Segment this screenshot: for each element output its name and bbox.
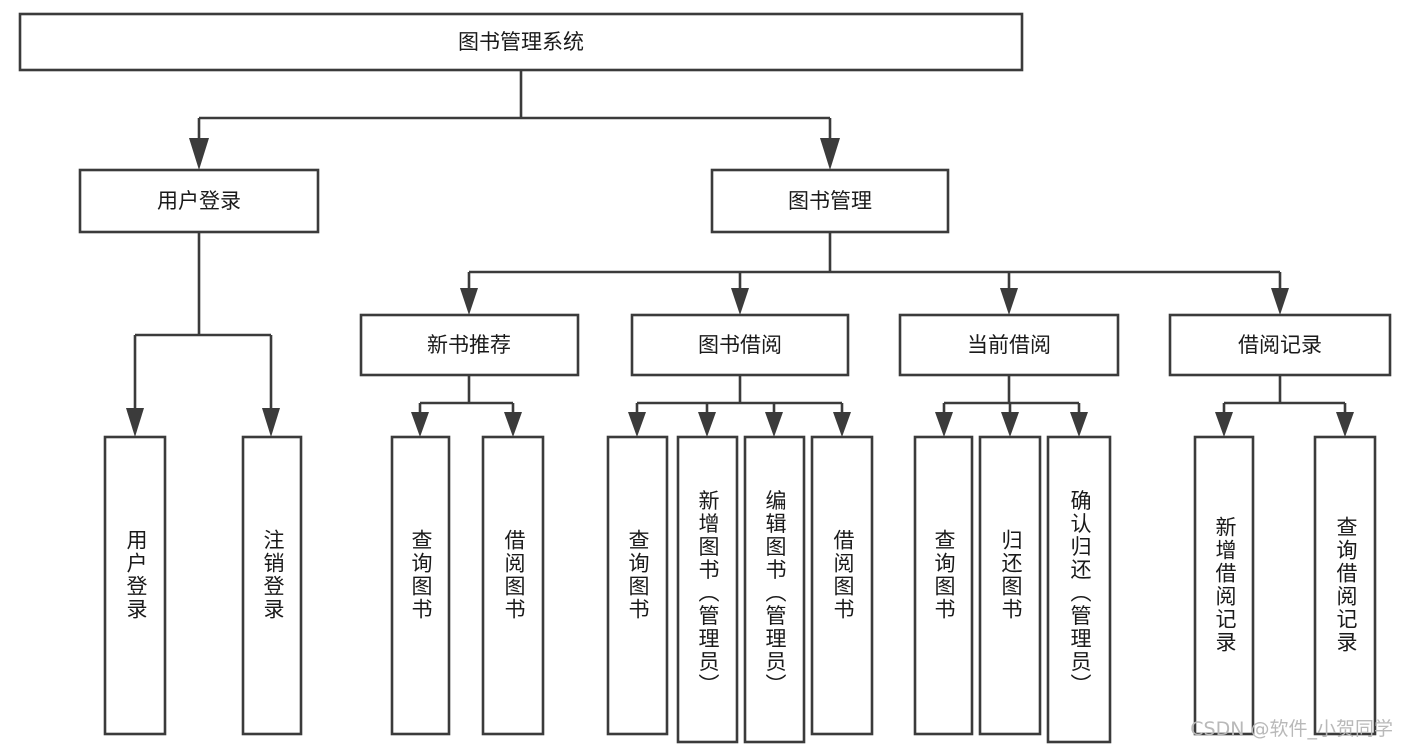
connector-group-current-borrow: [935, 375, 1088, 437]
node-user-login[interactable]: 用户登录: [78, 168, 320, 234]
arrow-root-to-book-mgmt-icon: [820, 138, 840, 170]
leaf-current-borrow-confirm-box[interactable]: [1046, 435, 1112, 744]
leaf-current-borrow-return-label: 归还图书: [999, 529, 1023, 621]
arrow-book-borrow-leaf-3-icon: [765, 412, 783, 437]
connector-group-new-book-recommend: [411, 375, 522, 437]
arrow-book-borrow-leaf-2-icon: [698, 412, 716, 437]
leaf-book-borrow-borrow-box[interactable]: [810, 435, 874, 736]
arrow-current-borrow-leaf-1-icon: [935, 412, 953, 437]
leaf-book-borrow-edit-label: 编辑图书（管理员）: [763, 490, 787, 697]
leaf-borrow-record-query-box[interactable]: [1313, 435, 1377, 736]
arrow-user-login-leaf-2-icon: [262, 408, 280, 437]
arrow-book-mgmt-to-book-borrow-icon: [731, 288, 749, 315]
node-current-borrow[interactable]: 当前借阅: [898, 313, 1120, 377]
leaf-current-borrow-return[interactable]: 归还图书: [978, 435, 1042, 736]
node-new-book-recommend[interactable]: 新书推荐: [359, 313, 580, 377]
node-borrow-record-label: 借阅记录: [1238, 333, 1322, 357]
arrow-user-login-leaf-1-icon: [126, 408, 144, 437]
node-new-book-recommend-label: 新书推荐: [427, 333, 511, 357]
leaf-user-login-logout-box[interactable]: [241, 435, 303, 736]
arrow-root-to-user-login-icon: [189, 138, 209, 170]
node-user-login-label: 用户登录: [157, 189, 241, 213]
arrow-book-borrow-leaf-1-icon: [628, 412, 646, 437]
leaf-current-borrow-query-box[interactable]: [913, 435, 974, 736]
leaf-borrow-record-query-label: 查询借阅记录: [1334, 516, 1358, 654]
leaf-user-login-logout-label: 注销登录: [261, 529, 285, 621]
node-book-management-label: 图书管理: [788, 189, 872, 213]
arrow-new-book-leaf-1-icon: [411, 412, 429, 437]
connector-group-root: [189, 70, 840, 170]
leaf-new-book-borrow-label: 借阅图书: [502, 529, 526, 621]
node-book-borrow-box[interactable]: [630, 313, 850, 377]
node-book-management-box[interactable]: [710, 168, 950, 234]
leaf-borrow-record-add-label: 新增借阅记录: [1213, 516, 1237, 654]
leaf-new-book-borrow-box[interactable]: [481, 435, 545, 736]
node-borrow-record-box[interactable]: [1168, 313, 1392, 377]
arrow-borrow-record-leaf-1-icon: [1215, 412, 1233, 437]
arrow-book-mgmt-to-borrow-record-icon: [1271, 288, 1289, 315]
arrow-current-borrow-leaf-2-icon: [1001, 412, 1019, 437]
leaf-current-borrow-return-box[interactable]: [978, 435, 1042, 736]
leaf-borrow-record-query[interactable]: 查询借阅记录: [1313, 435, 1377, 736]
node-current-borrow-label: 当前借阅: [967, 333, 1051, 357]
leaf-current-borrow-query-label: 查询图书: [932, 529, 956, 621]
leaf-new-book-query-label: 查询图书: [409, 529, 433, 621]
leaf-book-borrow-borrow-label: 借阅图书: [831, 529, 855, 621]
leaf-book-borrow-query-label: 查询图书: [626, 529, 650, 621]
leaf-user-login-logout[interactable]: 注销登录: [241, 435, 303, 736]
arrow-book-mgmt-to-current-borrow-icon: [1000, 288, 1018, 315]
node-root-system[interactable]: 图书管理系统: [18, 12, 1024, 72]
leaf-current-borrow-confirm[interactable]: 确认归还（管理员）: [1046, 435, 1112, 744]
arrow-book-borrow-leaf-4-icon: [833, 412, 851, 437]
arrow-new-book-leaf-2-icon: [504, 412, 522, 437]
leaf-book-borrow-edit[interactable]: 编辑图书（管理员）: [743, 435, 806, 744]
leaf-new-book-borrow[interactable]: 借阅图书: [481, 435, 545, 736]
leaf-user-login-login-box[interactable]: [103, 435, 167, 736]
leaf-new-book-query-box[interactable]: [390, 435, 451, 736]
connector-group-user-login: [126, 232, 280, 437]
leaf-book-borrow-query-box[interactable]: [606, 435, 669, 736]
connector-group-book-borrow: [628, 375, 851, 437]
leaf-user-login-login-label: 用户登录: [124, 529, 148, 621]
leaf-current-borrow-query[interactable]: 查询图书: [913, 435, 974, 736]
leaf-book-borrow-add-label: 新增图书（管理员）: [696, 490, 720, 697]
leaf-user-login-login[interactable]: 用户登录: [103, 435, 167, 736]
node-book-borrow[interactable]: 图书借阅: [630, 313, 850, 377]
arrow-book-mgmt-to-new-book-icon: [460, 288, 478, 315]
node-root-system-label: 图书管理系统: [458, 30, 584, 54]
leaf-book-borrow-edit-box[interactable]: [743, 435, 806, 744]
node-root-system-box[interactable]: [18, 12, 1024, 72]
leaf-book-borrow-add-box[interactable]: [676, 435, 739, 744]
leaf-book-borrow-add[interactable]: 新增图书（管理员）: [676, 435, 739, 744]
node-new-book-recommend-box[interactable]: [359, 313, 580, 377]
connector-group-borrow-record: [1215, 375, 1354, 437]
node-book-borrow-label: 图书借阅: [698, 333, 782, 357]
leaf-current-borrow-confirm-label: 确认归还（管理员）: [1068, 490, 1092, 697]
arrow-borrow-record-leaf-2-icon: [1336, 412, 1354, 437]
leaf-book-borrow-borrow[interactable]: 借阅图书: [810, 435, 874, 736]
leaf-borrow-record-add[interactable]: 新增借阅记录: [1193, 435, 1255, 736]
connector-group-book-mgmt: [460, 232, 1289, 315]
node-current-borrow-box[interactable]: [898, 313, 1120, 377]
leaf-new-book-query[interactable]: 查询图书: [390, 435, 451, 736]
leaf-borrow-record-add-box[interactable]: [1193, 435, 1255, 736]
node-book-management[interactable]: 图书管理: [710, 168, 950, 234]
node-user-login-box[interactable]: [78, 168, 320, 234]
leaf-book-borrow-query[interactable]: 查询图书: [606, 435, 669, 736]
arrow-current-borrow-leaf-3-icon: [1070, 412, 1088, 437]
node-borrow-record[interactable]: 借阅记录: [1168, 313, 1392, 377]
